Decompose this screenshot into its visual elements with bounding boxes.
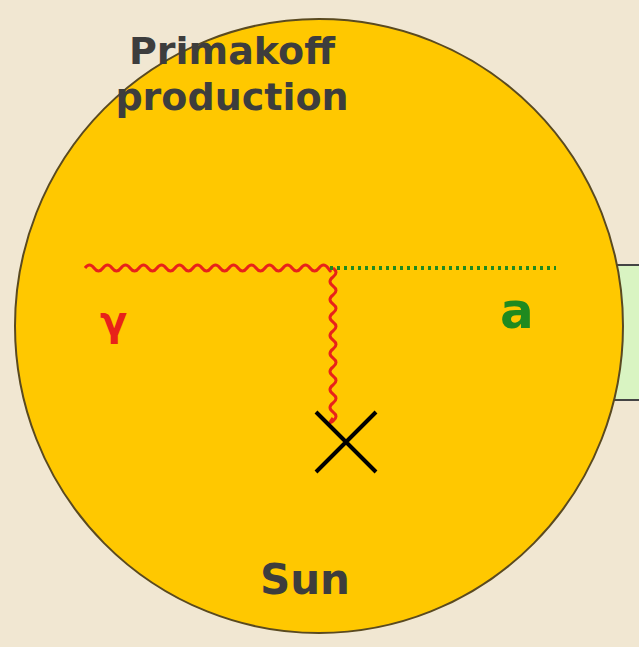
axion-line bbox=[330, 266, 556, 270]
nucleus-cross bbox=[316, 412, 376, 472]
diagram-title: Primakoff production bbox=[92, 28, 372, 120]
sun-label: Sun bbox=[260, 555, 350, 604]
sun-disk bbox=[15, 19, 623, 633]
photon-line bbox=[85, 265, 330, 271]
axion-symbol: a bbox=[500, 282, 534, 340]
virtual-photon-line bbox=[330, 268, 336, 423]
photon-symbol: γ bbox=[100, 298, 127, 344]
